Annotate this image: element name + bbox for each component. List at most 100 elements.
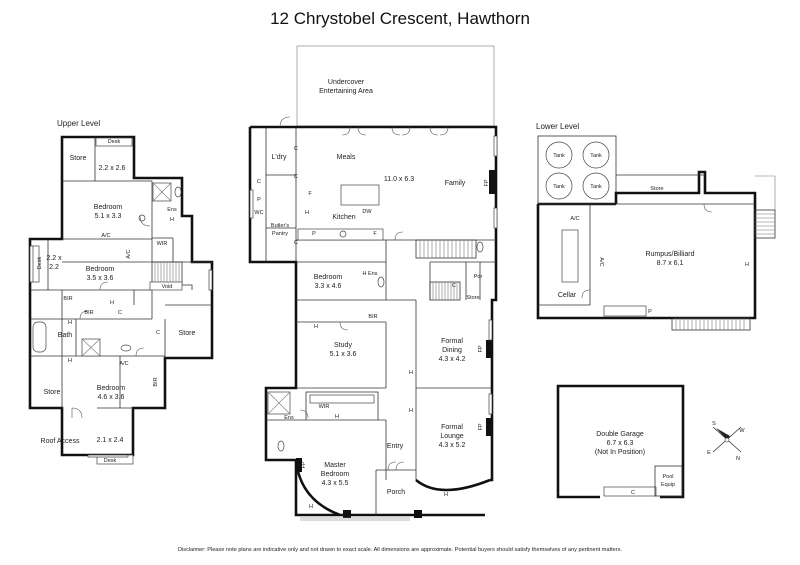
cellar-label: Cellar [558,292,577,299]
disclaimer-text: Disclaimer: Please note plans are indica… [178,547,622,553]
lounge-fp-label: FP [478,423,484,430]
lower-level-heading: Lower Level [536,122,579,131]
upper-bir1-label: BIR [63,296,72,302]
plan-title: 12 Chrystobel Crescent, Hawthorn [270,9,530,28]
main-h1-label: H [305,210,309,216]
dishwasher-label: DW [362,209,372,215]
master-fp-label: FP [301,461,307,468]
upper-level-inner-walls [30,137,212,409]
powder-toilet [476,241,484,253]
lower-cabinet [603,305,647,317]
upper-bath-tub [32,321,47,353]
upper-h1-label: H [170,217,174,223]
kitchen-label: Kitchen [332,214,355,221]
family-fp-label: FP [484,179,490,186]
upper-bedroom-1-label: Bedroom [94,204,123,211]
compass-s: S [712,421,716,427]
upper-level-outer-wall [28,135,214,457]
upper-ensuite-toilet [174,186,182,198]
master-bedroom-label-2: Bedroom [321,471,350,478]
main-h4-label: H [335,414,339,420]
master-bedroom-label-1: Master [324,462,346,469]
main-h2-label: H [314,324,318,330]
cellar-rack [561,229,579,283]
upper-bath-toilet [120,344,132,352]
lounge-bay-window [415,478,491,492]
porch-column-1 [343,510,351,518]
butlers-pantry-label-2: Pantry [272,231,288,237]
undercover-deck [296,45,495,127]
upper-desk-top-label: Desk [108,139,121,145]
entry-label: Entry [387,443,404,450]
master-bedroom-dims: 4.3 x 5.5 [322,480,349,487]
lower-ac-vertical-label: A/C [598,257,604,266]
upper-store-top-label: Store [70,155,87,162]
main-h7-label: H [444,492,448,498]
main-c2-label: C [294,146,298,152]
upper-h2-label: H [110,300,114,306]
family-dims: 11.0 x 6.3 [384,176,414,183]
upper-desk-side-dims-2: 2.2 [49,264,59,271]
pool-equip-label-1: Pool [662,474,673,480]
family-fireplace [489,170,496,194]
upper-desk-side-dims-1: 2.2 x [46,255,62,262]
dining-fireplace [486,340,492,358]
fridge-label: F [308,191,312,197]
main-bedroom-label: Bedroom [314,274,343,281]
upper-stairs [151,261,183,286]
tank-1-label: Tank [553,153,565,159]
upper-level-heading: Upper Level [57,119,100,128]
upper-h3-label: H [68,320,72,326]
upper-store-low-label: Store [44,389,61,396]
formal-lounge-label-1: Formal [441,424,463,431]
upper-bedroom-2-label: Bedroom [86,266,115,273]
main-stairs [415,239,477,301]
upper-bir2-label: BIR [84,310,93,316]
formal-dining-dims: 4.3 x 4.2 [439,356,466,363]
bedroom-ensuite-toilet [377,276,385,288]
garage-cabinet [603,486,657,497]
main-h6-label: H [309,504,313,510]
compass-rose: S W E N [707,421,745,462]
main-level-inner-walls [265,127,496,515]
ensuite-toilet [277,440,285,452]
upper-c1-label: C [118,310,122,316]
upper-ensuite-label: Ens [167,207,177,213]
upper-bir3-label: BIR [153,377,159,386]
upper-ac1-label: A/C [101,233,110,239]
master-ensuite-label: Ens [284,415,294,421]
main-h3-label: H [409,370,413,376]
tank-2-label: Tank [590,153,602,159]
pool-equip-label-2: Equip [661,482,675,488]
meals-label: Meals [337,154,356,161]
laundry-c-label: C [257,179,261,185]
main-level-outer-wall [248,125,498,517]
upper-level-plan: Upper Level Store Desk 2.2 x 2.6 Bedroom [28,119,214,465]
upper-void-box [149,281,183,291]
compass-w: W [739,428,745,434]
upper-bedroom-3-dims: 4.6 x 3.6 [98,394,125,401]
upper-desk-top-fixture [95,137,133,147]
lower-p-label: P [648,309,652,315]
upper-desk-side-label: Desk [37,256,43,269]
upper-roof-access-label: Roof Access [41,438,80,445]
upper-bedroom-1-dims: 5.1 x 3.3 [95,213,122,220]
garage-dims: 6.7 x 6.3 [607,440,634,447]
laundry-label: L'dry [272,154,287,161]
upper-ac3-label: A/C [119,361,128,367]
cellar-wall [538,204,591,306]
rumpus-dims: 8.7 x 6.1 [657,260,684,267]
upper-ac2-label: A/C [126,249,132,258]
formal-lounge-dims: 4.3 x 5.2 [439,442,466,449]
rumpus-label: Rumpus/Billiard [645,251,694,258]
kitchen-island [340,184,380,206]
study-label: Study [334,342,352,349]
upper-desk-top-dims: 2.2 x 2.6 [99,165,126,172]
dining-fp-label: FP [478,345,484,352]
tank-3-label: Tank [553,184,565,190]
garage-label: Double Garage [596,431,644,438]
lounge-fireplace [486,418,492,436]
laundry-p-label: P [257,197,261,203]
